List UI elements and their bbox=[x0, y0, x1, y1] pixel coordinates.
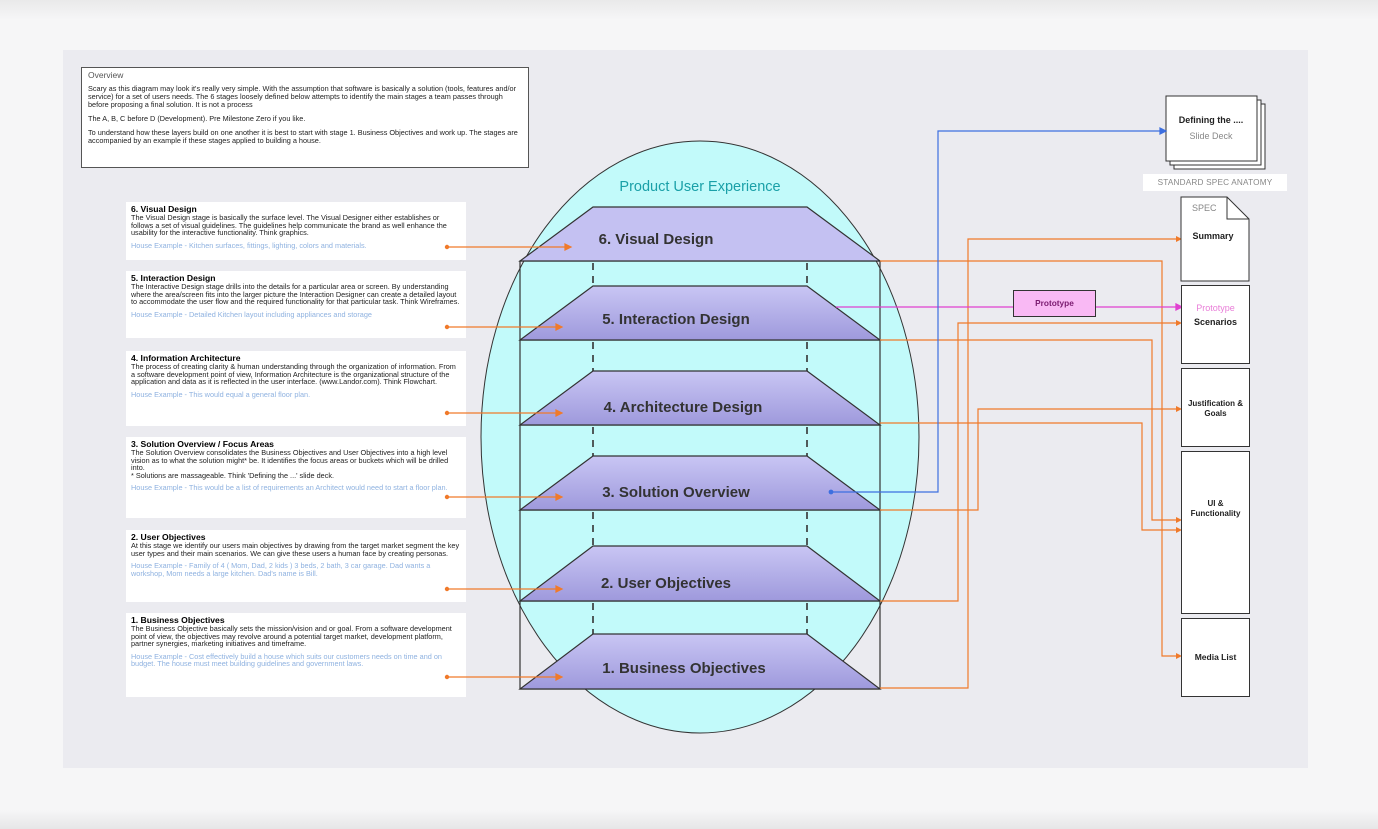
stage-example: House Example - Kitchen surfaces, fittin… bbox=[131, 240, 367, 250]
stage-example: House Example - This would equal a gener… bbox=[131, 389, 311, 399]
stage-body: The process of creating clarity & human … bbox=[131, 362, 456, 387]
stage-example: House Example - Cost effectively build a… bbox=[131, 651, 442, 669]
stage-description-solution-overview: 3. Solution Overview / Focus Areas The S… bbox=[126, 437, 466, 518]
overview-title: Overview bbox=[88, 70, 124, 80]
layer-dashed-lines bbox=[592, 263, 808, 634]
stage-body: The Solution Overview consolidates the B… bbox=[131, 448, 449, 480]
window-top-bar bbox=[0, 0, 1378, 20]
stage-body: The Visual Design stage is basically the… bbox=[131, 213, 447, 238]
spec-scenarios-label: Scenarios bbox=[1193, 317, 1238, 327]
stage-title: 2. User Objectives bbox=[131, 532, 206, 542]
spec-justification-label: Justification & Goals bbox=[1187, 399, 1244, 418]
spec-justification-page: Justification & Goals bbox=[1181, 368, 1250, 447]
slide-deck-subtitle: Slide Deck bbox=[1189, 131, 1233, 141]
product-user-experience-title: Product User Experience bbox=[619, 179, 780, 195]
spec-scenarios-page: Prototype Scenarios bbox=[1181, 285, 1250, 364]
stage-description-business-objectives: 1. Business Objectives The Business Obje… bbox=[126, 613, 466, 697]
spec-ui-label: UI & Functionality bbox=[1190, 499, 1241, 518]
slide-deck-stack: Defining the .... Slide Deck bbox=[1165, 95, 1266, 170]
spec-connectors bbox=[880, 238, 1176, 689]
layer-label: 3. Solution Overview bbox=[602, 484, 750, 501]
layer-label: 6. Visual Design bbox=[599, 231, 714, 248]
layer-label: 5. Interaction Design bbox=[602, 311, 750, 328]
stage-body: The Interactive Design stage drills into… bbox=[131, 282, 460, 307]
layer-label: 4. Architecture Design bbox=[604, 399, 763, 416]
stage-title: 1. Business Objectives bbox=[131, 615, 225, 625]
spec-ui-page: UI & Functionality bbox=[1181, 451, 1250, 614]
spec-connector-arrows bbox=[1176, 236, 1182, 659]
overview-paragraph: To understand how these layers build on … bbox=[88, 128, 518, 145]
window-bottom-bar bbox=[0, 810, 1378, 829]
spec-prototype-label: Prototype bbox=[1196, 303, 1235, 313]
stage-example: House Example - This would be a list of … bbox=[131, 483, 448, 493]
layer-business-objectives bbox=[518, 633, 882, 690]
stage-body: The Business Objective basically sets th… bbox=[131, 624, 452, 649]
layer-architecture-design bbox=[518, 370, 882, 426]
spec-summary-page bbox=[1180, 196, 1250, 282]
stage-example: House Example - Family of 4 ( Mom, Dad, … bbox=[131, 561, 431, 578]
spec-media-page: Media List bbox=[1181, 618, 1250, 697]
stage-body: At this stage we identify our users main… bbox=[131, 541, 460, 558]
spec-summary-label: Summary bbox=[1192, 231, 1233, 241]
stage-description-user-objectives: 2. User Objectives At this stage we iden… bbox=[126, 530, 466, 602]
layer-label: 1. Business Objectives bbox=[602, 660, 765, 677]
stage-title: 6. Visual Design bbox=[131, 204, 197, 214]
prototype-connector bbox=[836, 302, 1184, 312]
overview-paragraph: The A, B, C before D (Development). Pre … bbox=[88, 114, 306, 123]
stage-title: 4. Information Architecture bbox=[131, 353, 241, 363]
spec-dog-ear bbox=[1226, 197, 1249, 220]
stage-connectors bbox=[444, 243, 573, 681]
stage-description-interaction-design: 5. Interaction Design The Interactive De… bbox=[126, 271, 466, 338]
slide-deck-title: Defining the .... bbox=[1179, 115, 1244, 125]
slide-deck-connector bbox=[828, 127, 1168, 495]
overview-box: Overview Scary as this diagram may look … bbox=[81, 67, 529, 168]
layer-label: 2. User Objectives bbox=[601, 575, 731, 592]
stage-description-information-architecture: 4. Information Architecture The process … bbox=[126, 351, 466, 426]
stage-example: House Example - Detailed Kitchen layout … bbox=[131, 309, 372, 319]
stage-description-visual-design: 6. Visual Design The Visual Design stage… bbox=[126, 202, 466, 260]
prototype-box: Prototype bbox=[1013, 290, 1096, 317]
spec-media-label: Media List bbox=[1194, 652, 1237, 662]
overview-paragraph: Scary as this diagram may look it's real… bbox=[88, 84, 517, 109]
stage-title: 5. Interaction Design bbox=[131, 273, 216, 283]
spec-label: SPEC bbox=[1192, 203, 1217, 213]
stage-title: 3. Solution Overview / Focus Areas bbox=[131, 439, 274, 449]
standard-spec-anatomy-label: STANDARD SPEC ANATOMY bbox=[1143, 174, 1287, 191]
